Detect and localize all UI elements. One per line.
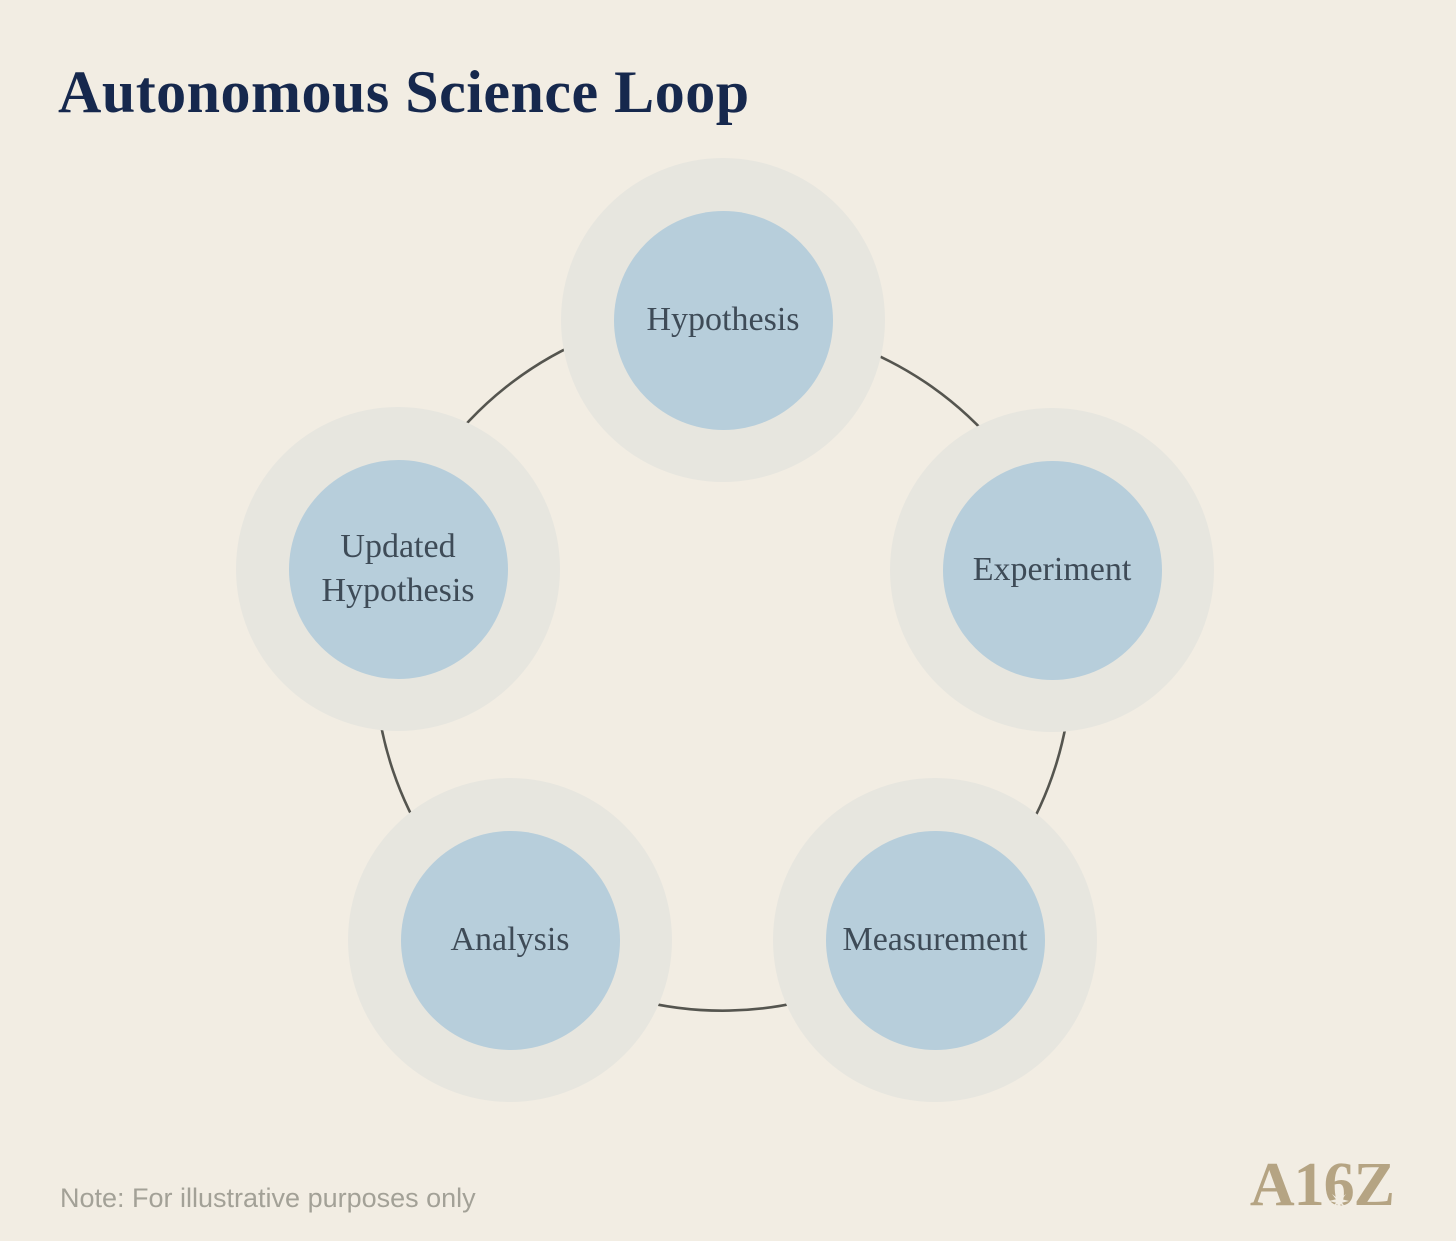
node-experiment-circle: Experiment (942, 460, 1162, 680)
node-hypothesis: Hypothesis (561, 158, 885, 482)
node-experiment-label: Experiment (972, 550, 1132, 588)
node-hypothesis-label: Hypothesis (646, 300, 800, 338)
node-analysis-circle: Analysis (400, 830, 620, 1050)
node-measurement-label: Measurement (842, 920, 1028, 958)
node-updated-hypothesis-label: Updated Hypothesis (321, 527, 475, 609)
node-updated-hypothesis: Updated Hypothesis (236, 407, 560, 731)
node-measurement-circle: Measurement (825, 830, 1045, 1050)
node-hypothesis-circle: Hypothesis (613, 210, 833, 430)
node-measurement: Measurement (773, 778, 1097, 1102)
node-experiment: Experiment (890, 408, 1214, 732)
node-analysis-label: Analysis (450, 920, 570, 958)
footnote: Note: For illustrative purposes only (60, 1183, 476, 1213)
logo-text-six: 6 (1323, 1151, 1355, 1219)
node-analysis: Analysis (348, 778, 672, 1102)
page-title: Autonomous Science Loop (58, 59, 750, 125)
node-updated-hypothesis-circle: Updated Hypothesis (288, 459, 508, 679)
logo-text-z: Z (1353, 1151, 1395, 1219)
logo-text-a1: A1 (1249, 1151, 1325, 1219)
